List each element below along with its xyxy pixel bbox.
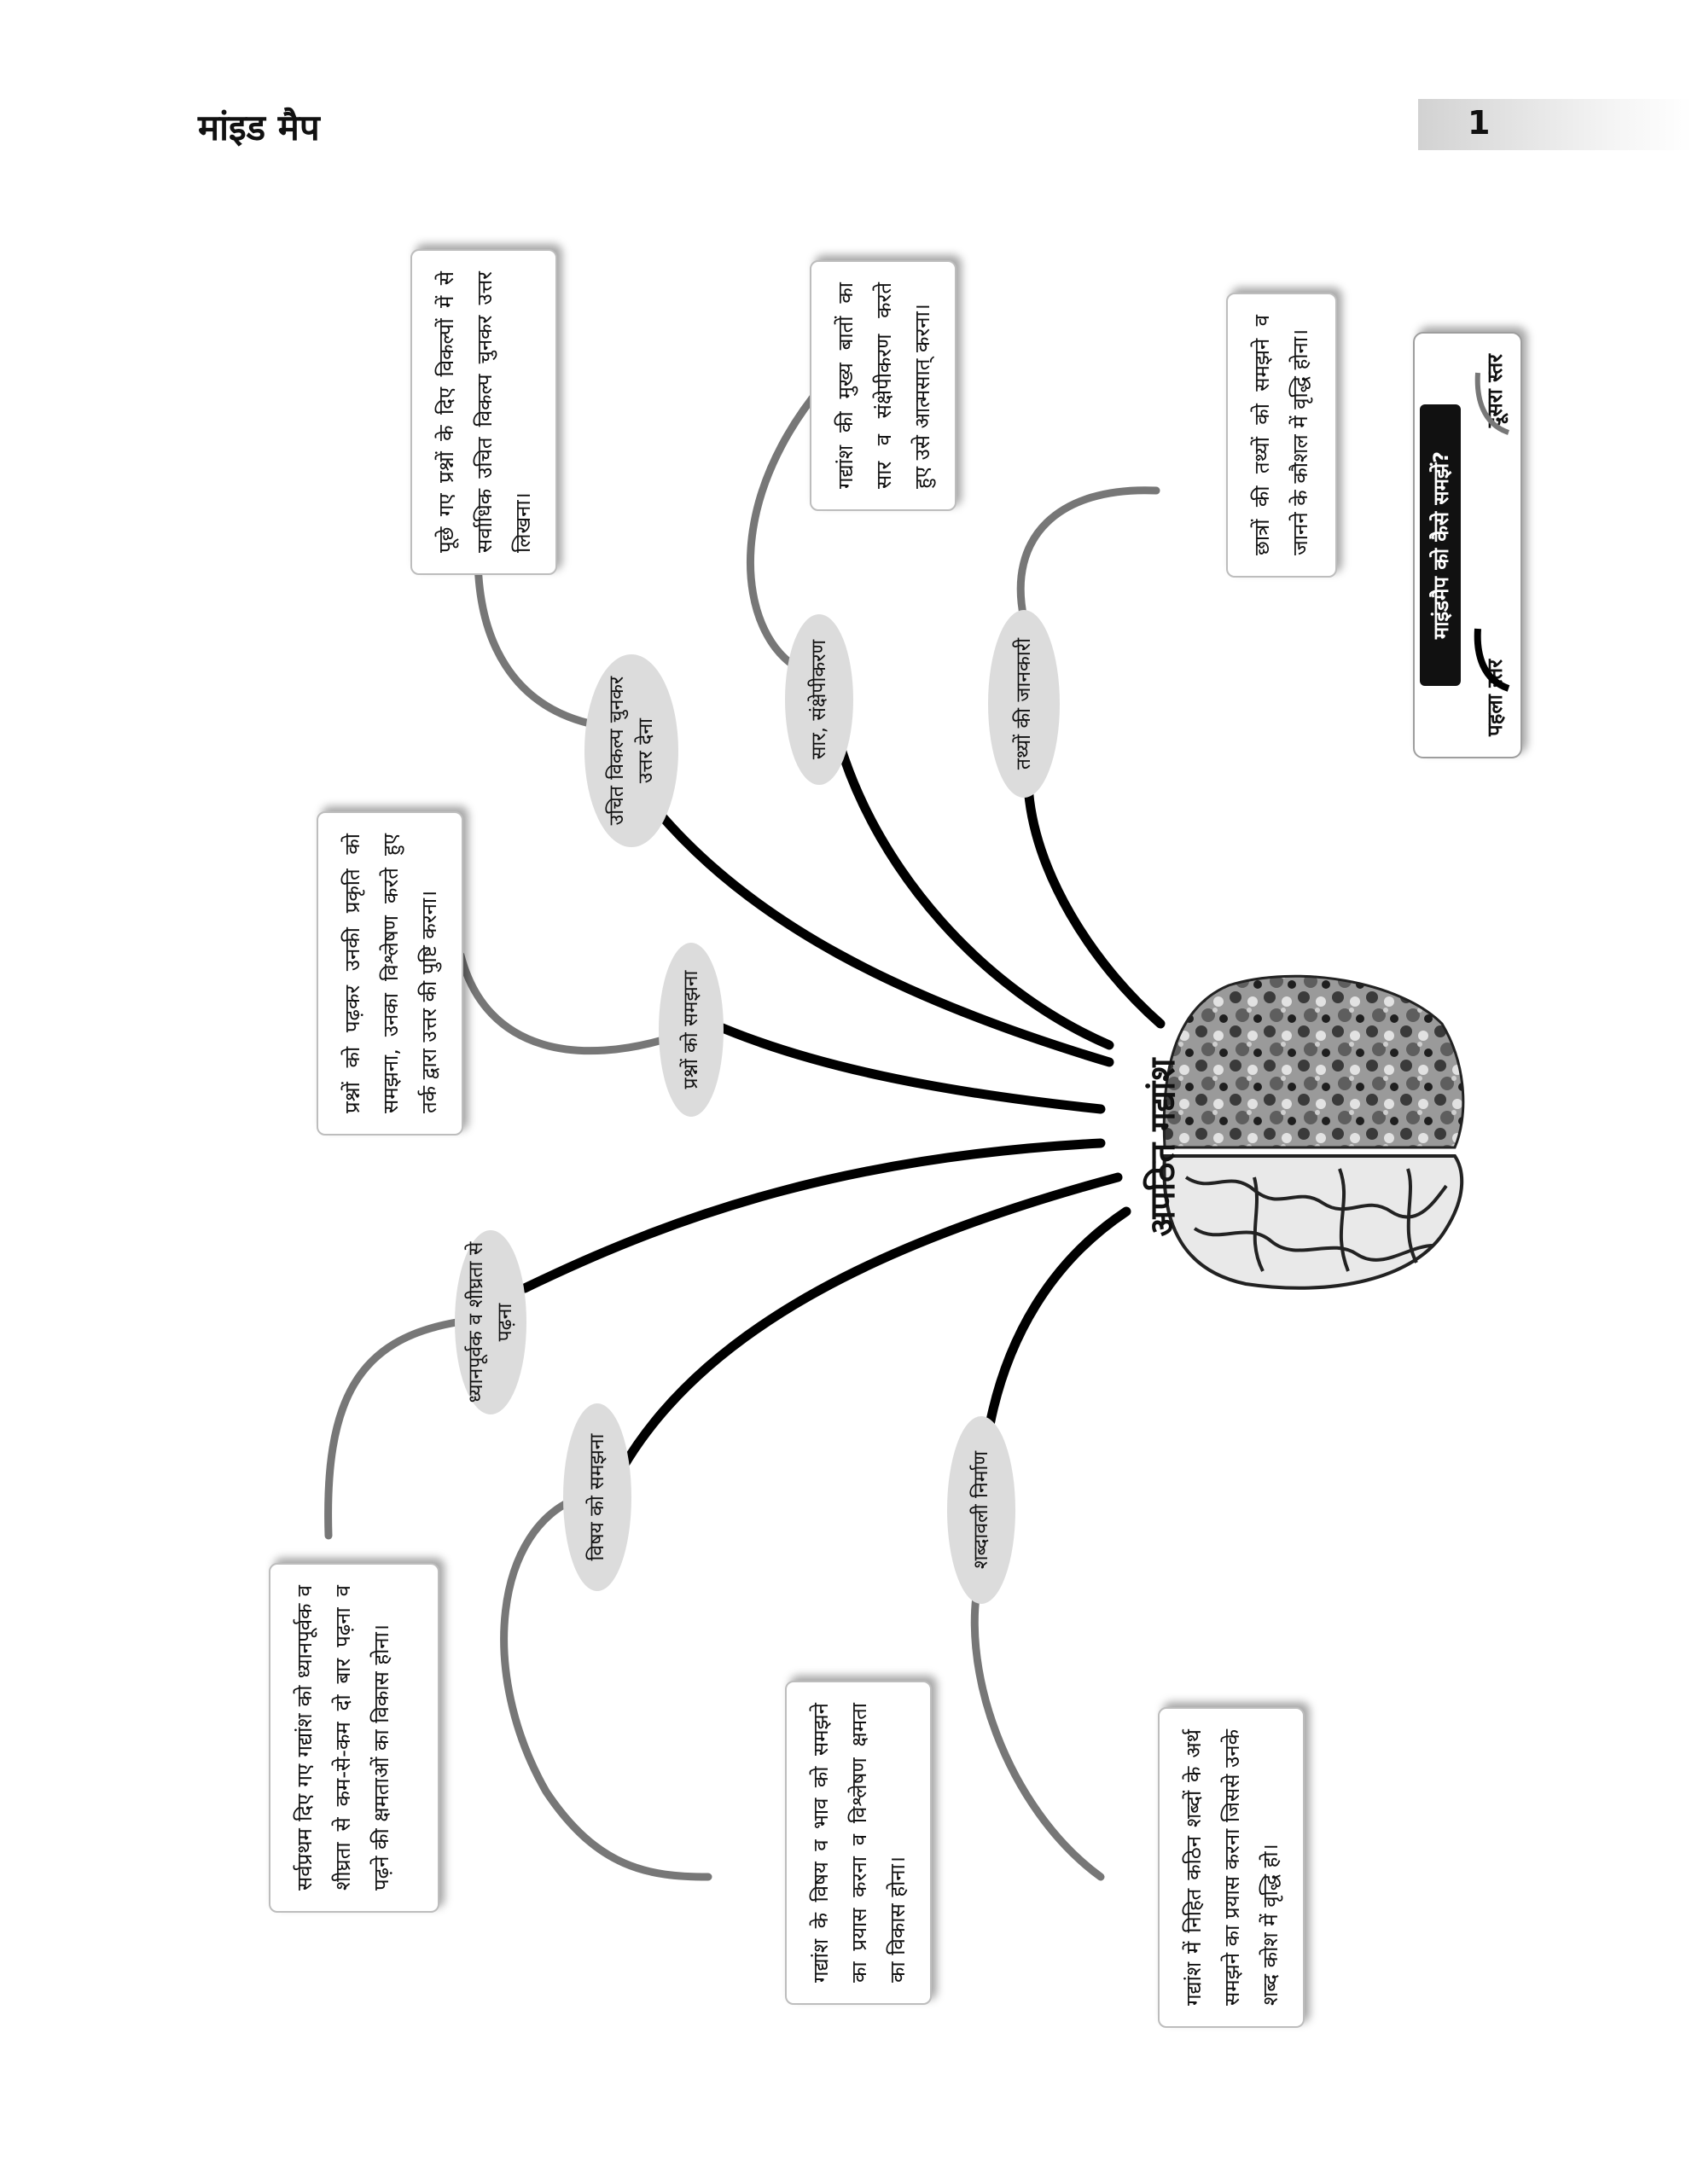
pill-5-label: तथ्यों की जानकारी: [1013, 637, 1035, 770]
detail-box-1: सर्वप्रथम दिए गए गद्यांश को ध्यानपूर्वक …: [269, 1563, 439, 1913]
pill-4-shape: [785, 614, 853, 785]
pill-5-shape: [988, 610, 1060, 798]
pill-6-shape: [563, 1403, 631, 1591]
connector-main-2: [707, 1019, 1106, 1114]
connector-sub-6: [500, 1493, 712, 1881]
pill-2-label: प्रश्नों को समझना: [680, 970, 702, 1089]
detail-box-5: छात्रों की तथ्यों को समझने व जानने के कौ…: [1226, 293, 1337, 578]
detail-box-7: गद्यांश में निहित कठिन शब्दों के अर्थ सम…: [1158, 1707, 1305, 2028]
legend-second-level-swatch: [1474, 372, 1510, 435]
page-header-title: मांइड मैप: [198, 107, 320, 148]
pill-1-label: ध्यानपूर्वक व शीघ्रता से पढ़ना: [465, 1241, 516, 1403]
legend-first-level-swatch: [1474, 628, 1510, 692]
page-number-band: [1418, 99, 1692, 150]
pill-3-shape: [584, 654, 678, 847]
connector-sub-2: [456, 951, 678, 1055]
connector-main-1: [520, 1138, 1106, 1293]
connector-sub-7: [970, 1565, 1105, 1881]
pill-2-shape: [659, 943, 724, 1117]
pill-7-shape: [947, 1416, 1015, 1604]
pill-1-shape: [455, 1230, 526, 1414]
pill-3-label: उचित विकल्प चुनकर उत्तर देना: [606, 676, 657, 826]
connector-sub-5: [1016, 486, 1160, 623]
connector-main-4: [835, 741, 1114, 1050]
connector-main-6: [618, 1172, 1123, 1472]
connector-sub-1: [324, 1318, 461, 1540]
connector-sub-3: [474, 550, 602, 729]
connector-main-7: [985, 1206, 1131, 1430]
pill-7-label: शब्दावली निर्माण: [970, 1450, 992, 1570]
pill-4-label: सार, संक्षेपीकरण: [808, 639, 830, 760]
detail-box-4: गद्यांश की मुख्य बातों का सार व संक्षेपी…: [810, 260, 956, 511]
connector-main-3: [652, 805, 1114, 1067]
detail-box-2: प्रश्नों को पढ़कर उनकी प्रकृति को समझना,…: [317, 811, 463, 1136]
legend-swatches: [1474, 372, 1510, 692]
page-number: 1: [1468, 104, 1491, 142]
detail-box-3: पूछे गए प्रश्नों के दिए विकल्पों में से …: [410, 249, 557, 575]
pill-6-label: विषय को समझना: [586, 1433, 608, 1561]
legend-box: माइंडमैप को कैसे समझें? पहला स्तर दूसरा …: [1413, 332, 1522, 758]
detail-box-6: गद्यांश के विषय व भाव को समझने का प्रयास…: [785, 1681, 932, 2005]
connector-main-5: [1023, 780, 1166, 1029]
